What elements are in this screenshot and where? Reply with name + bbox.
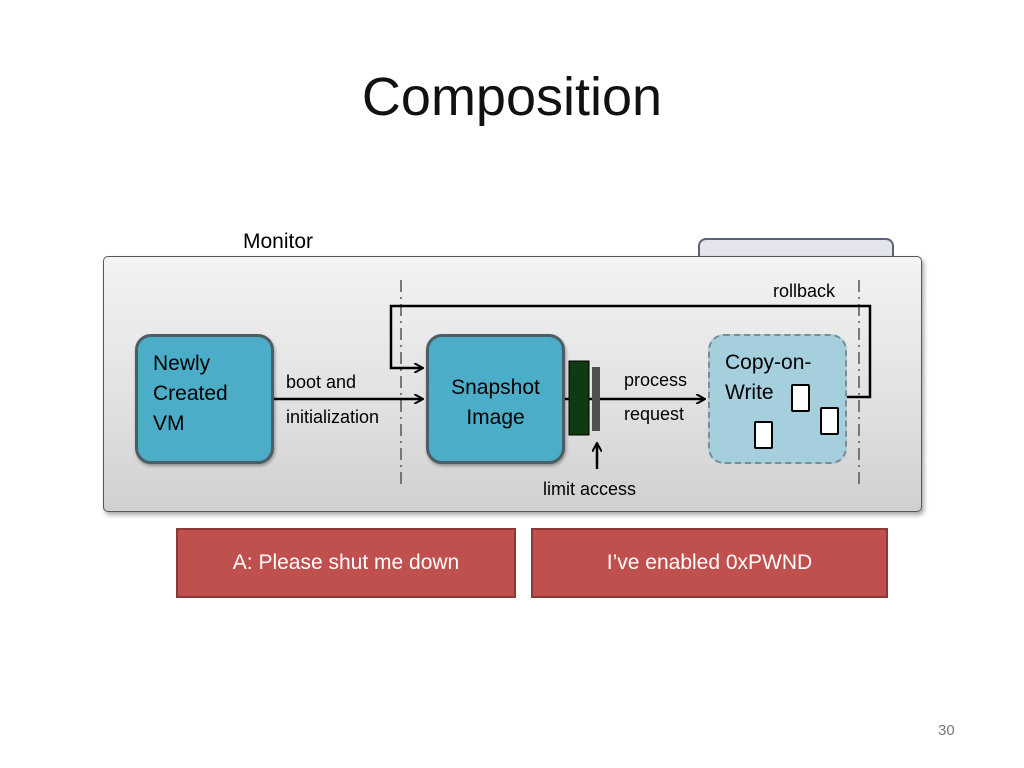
copy-on-write-node: Copy-on- Write — [708, 334, 847, 464]
cow-page-block — [820, 407, 839, 435]
process-label-line: request — [624, 404, 685, 424]
snapshot-label-line: Image — [466, 406, 525, 429]
cow-page-block — [791, 384, 810, 412]
limit-access-label: limit access — [543, 479, 637, 499]
shutdown-request-banner: A: Please shut me down — [176, 528, 516, 598]
boot-label-line: initialization — [286, 407, 380, 427]
cow-label-line: Copy-on- — [725, 351, 812, 374]
process-label-line: process — [624, 370, 688, 390]
vm-label-line: VM — [153, 412, 185, 435]
snapshot-image-node: Snapshot Image — [426, 334, 565, 464]
snapshot-label-line: Snapshot — [451, 376, 540, 399]
vm-label-line: Created — [153, 382, 228, 405]
monitor-label: Monitor — [243, 230, 314, 253]
pwnd-banner: I’ve enabled 0xPWND — [531, 528, 888, 598]
boot-label-line: boot and — [286, 372, 357, 392]
vm-label-line: Newly — [153, 352, 211, 375]
slide-title: Composition — [361, 67, 663, 127]
gate-bar-gray — [592, 367, 600, 431]
rollback-label: rollback — [773, 281, 836, 301]
newly-created-vm-node: Newly Created VM — [135, 334, 274, 464]
rollback-arrow — [389, 304, 872, 399]
cow-label-line: Write — [725, 381, 774, 404]
gate-bar-dark — [568, 360, 590, 436]
cow-page-block — [754, 421, 773, 449]
slide-number: 30 — [938, 722, 955, 739]
